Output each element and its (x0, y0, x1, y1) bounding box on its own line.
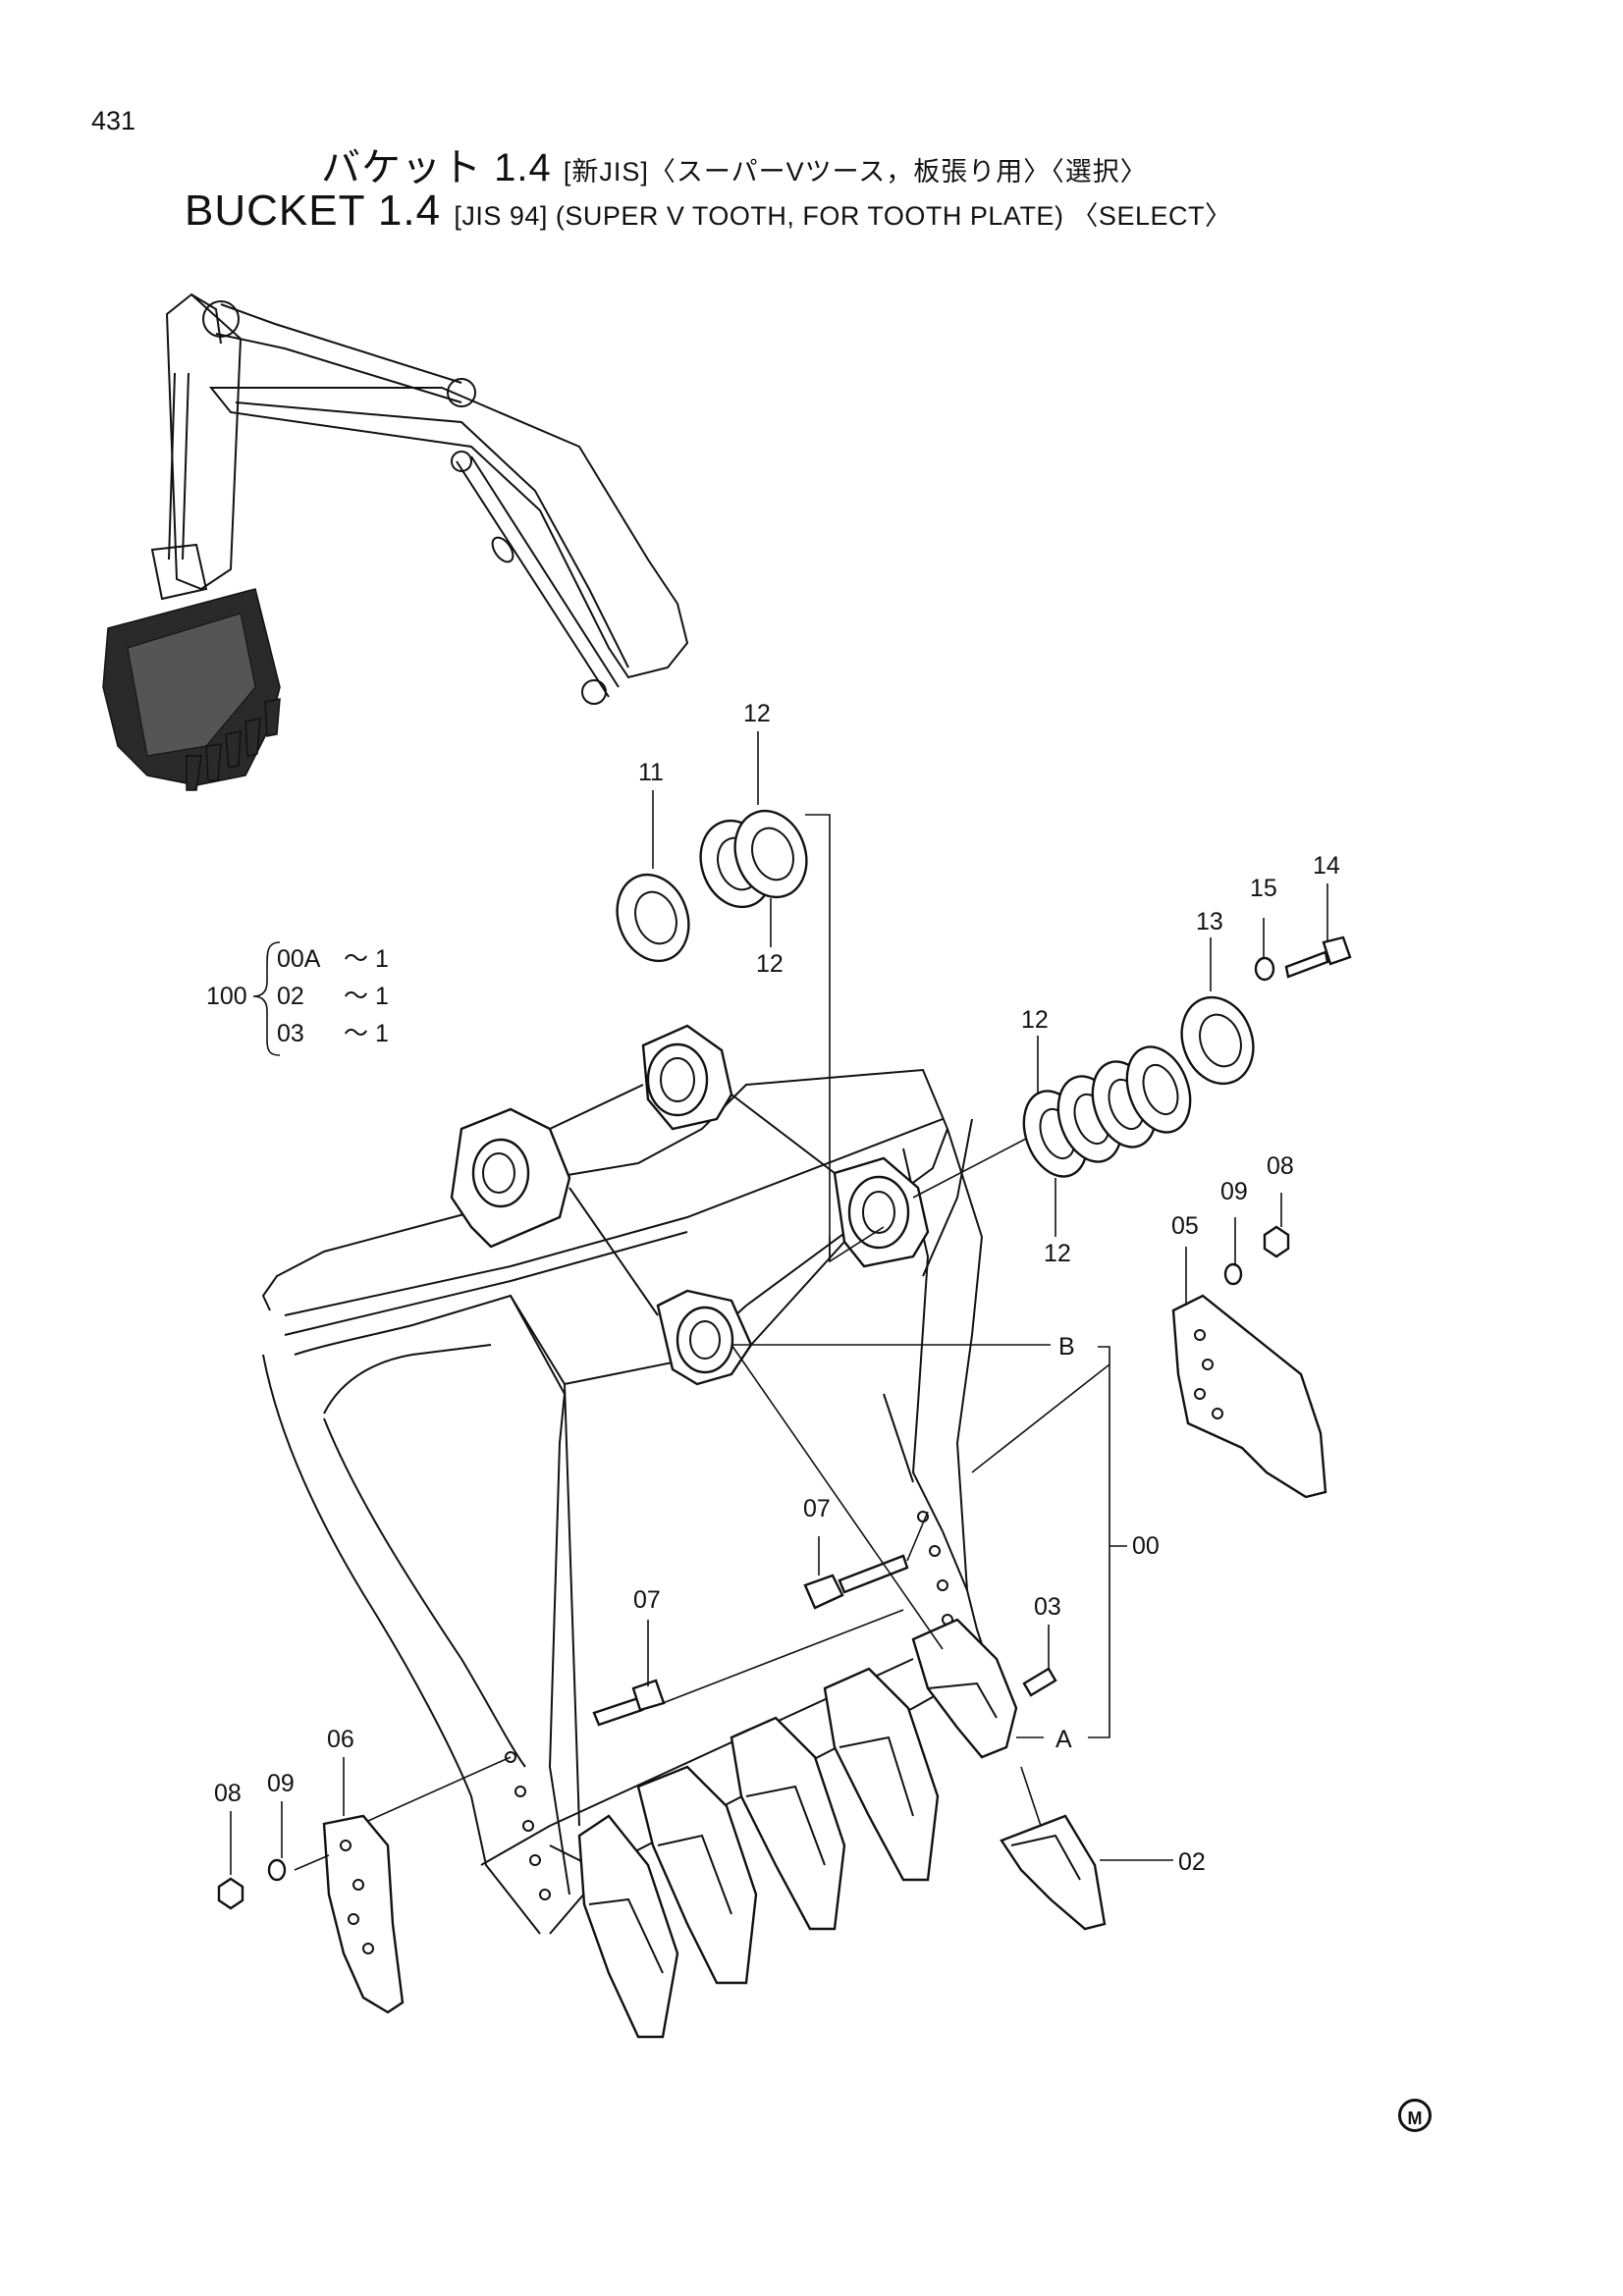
callout-07-lower: 07 (633, 1586, 661, 1614)
callout-12-right: 12 (1021, 1006, 1049, 1034)
part-03-pin (1022, 1667, 1057, 1697)
part-11-boss-ring (616, 873, 690, 963)
assembly-component-qty-2: ～ 1 (344, 983, 389, 1010)
title-jp-main: バケット 1.4 (321, 146, 552, 189)
part-07-bolt-upper (803, 1554, 909, 1610)
part-02-tooth-point (1000, 1814, 1107, 1931)
callout-a: A (1055, 1726, 1072, 1753)
callout-11: 11 (638, 759, 664, 786)
callout-12-top: 12 (743, 700, 771, 727)
part-12-shims-top (699, 809, 808, 909)
callout-06: 06 (327, 1726, 354, 1753)
assembly-component-qty-1: ～ 1 (344, 945, 389, 973)
part-05-side-shroud (1171, 1294, 1327, 1499)
callout-08-left: 08 (214, 1780, 242, 1807)
assembly-component-qty-3: ～ 1 (344, 1020, 389, 1047)
title-en-main: BUCKET 1.4 (185, 187, 442, 235)
callout-00: 00 (1132, 1532, 1160, 1560)
assembly-number: 100 (206, 983, 247, 1010)
leader-lines (230, 731, 1328, 1875)
assembly-brace (252, 941, 281, 1056)
part-09-washer-left (267, 1858, 287, 1882)
callout-12-lower: 12 (1044, 1240, 1071, 1267)
part-13-boss-ring (1180, 995, 1255, 1086)
catalog-reference-mark: M (1398, 2099, 1432, 2132)
part-08-nut-left (217, 1877, 244, 1910)
assembly-component-id-1: 00A (277, 945, 321, 973)
callout-08-right: 08 (1267, 1152, 1294, 1180)
part-08-nut-right (1263, 1225, 1290, 1258)
assembly-component-id-3: 03 (277, 1020, 304, 1047)
excavator-arm-illustration (102, 293, 689, 791)
small-bucket-teeth (186, 698, 281, 791)
callout-02: 02 (1178, 1848, 1206, 1876)
bucket-boss-lugs (450, 1024, 930, 1386)
callout-05: 05 (1171, 1212, 1199, 1240)
callout-07-upper: 07 (803, 1495, 831, 1522)
part-07-bolt-lower (592, 1679, 666, 1727)
callout-03: 03 (1034, 1593, 1061, 1621)
callout-13: 13 (1196, 908, 1223, 935)
title-english: BUCKET 1.4 [JIS 94] (SUPER V TOOTH, FOR … (185, 187, 1231, 236)
callout-15: 15 (1250, 875, 1277, 902)
callout-09-right: 09 (1220, 1178, 1248, 1205)
part-15-washer (1254, 956, 1275, 982)
callout-12-mid: 12 (756, 950, 784, 978)
callout-14: 14 (1313, 852, 1340, 880)
page-number: 431 (91, 106, 136, 135)
callout-b: B (1058, 1333, 1075, 1361)
callout-labels: 11 12 12 12 12 13 14 15 08 09 05 B 00 07… (214, 700, 1340, 1876)
title-japanese: バケット 1.4 [新JIS]〈スーパーVツース，板張り用〉〈選択〉 (321, 135, 1148, 192)
part-14-bolt (1284, 935, 1352, 979)
assembly-component-id-2: 02 (277, 983, 304, 1010)
bucket-main-body (261, 1024, 993, 1935)
title-jp-suffix: [新JIS]〈スーパーVツース，板張り用〉〈選択〉 (563, 157, 1148, 187)
callout-09-left: 09 (267, 1770, 295, 1797)
part-06-side-shroud (322, 1814, 405, 2014)
part-09-washer-right (1223, 1262, 1243, 1286)
bucket-teeth (577, 1618, 1018, 2039)
part-12-shims-right (1022, 1045, 1192, 1178)
title-en-suffix: [JIS 94] (SUPER V TOOTH, FOR TOOTH PLATE… (454, 201, 1232, 231)
